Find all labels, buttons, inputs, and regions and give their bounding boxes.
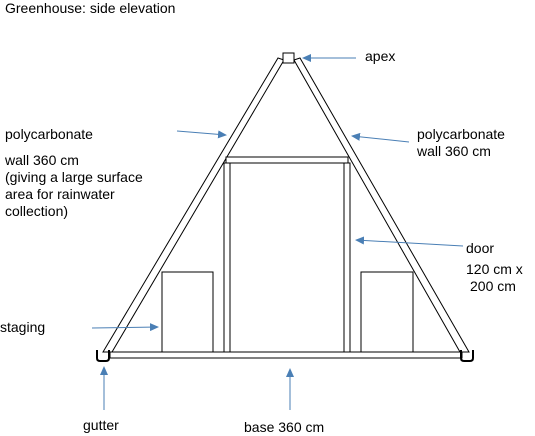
gutter-right [460, 350, 474, 362]
door-arrow [355, 236, 464, 247]
base-beam [109, 351, 463, 359]
diagram-title: Greenhouse: side elevation [5, 0, 176, 16]
door-line-3: 200 cm [470, 278, 516, 294]
staging-left [161, 271, 214, 354]
right-wall-line-2: wall 360 cm [417, 143, 491, 159]
left-wall-line-1: polycarbonate [5, 126, 93, 142]
right-wall-panel [293, 57, 470, 353]
left-wall-line-3: (giving a large surface [5, 169, 143, 185]
door-line-1: door [466, 240, 495, 256]
door-label: door 120 cm x 200 cm [466, 240, 523, 295]
door-line-2: 120 cm x [466, 261, 523, 277]
right-wall-arrow [351, 132, 410, 143]
left-wall-arrow [176, 130, 227, 139]
door-post-left [223, 162, 231, 354]
staging-label: staging [0, 319, 46, 335]
left-wall-line-5: collection) [5, 203, 69, 219]
door-post-right [343, 162, 351, 354]
right-wall-label: polycarbonate wall 360 cm [417, 126, 505, 160]
left-wall-line-4: area for rainwater [5, 186, 115, 202]
base-label: base 360 cm [244, 419, 325, 435]
gutter-label: gutter [83, 417, 119, 433]
staging-arrow [91, 323, 159, 332]
apex-label: apex [365, 48, 396, 64]
gutter-left [96, 350, 110, 362]
left-wall-label: polycarbonate wall 360 cm (giving a larg… [5, 126, 143, 220]
apex-cap [282, 52, 295, 64]
left-wall-line-2: wall 360 cm [5, 152, 79, 168]
door-header [225, 156, 349, 164]
staging-right [360, 271, 414, 354]
right-wall-line-1: polycarbonate [417, 126, 505, 142]
